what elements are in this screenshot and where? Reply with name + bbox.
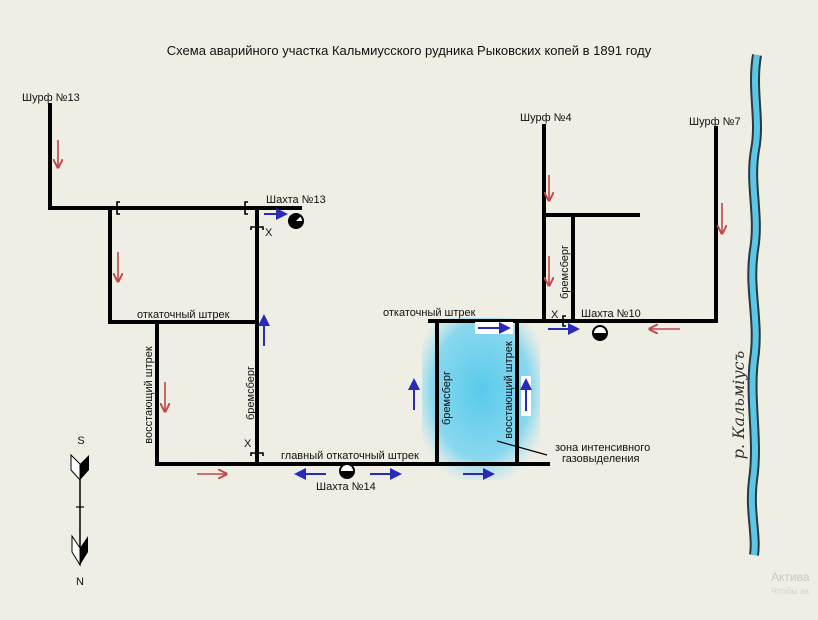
windows-activation-watermark-sub: Чтобы ак xyxy=(771,586,809,596)
left-workings xyxy=(48,103,550,466)
air-outflow-arrows xyxy=(258,208,580,480)
compass-arrow-icon xyxy=(70,453,89,567)
shaft-13-icon xyxy=(288,213,304,229)
gas-zone-label-line2: газовыделения xyxy=(562,453,639,465)
incline-right-label: бремсберг xyxy=(559,245,571,299)
x-mark: X xyxy=(244,438,252,450)
gas-zone xyxy=(422,318,540,480)
air-inflow-arrows xyxy=(58,140,722,474)
gas-zone-label-line1: зона интенсивного xyxy=(555,442,650,454)
gas-zone-leader xyxy=(496,440,548,456)
windows-activation-watermark: Актива xyxy=(771,570,810,584)
haulage-drift-left-label: откаточный штрек xyxy=(137,309,230,321)
diagram-title: Схема аварийного участка Кальмиусского р… xyxy=(167,43,652,58)
right-workings xyxy=(428,124,718,466)
shurf-4-label: Шурф №4 xyxy=(520,112,572,124)
compass-north-label: N xyxy=(76,576,84,588)
shaft-14-label: Шахта №14 xyxy=(316,481,376,493)
shaft-13-label: Шахта №13 xyxy=(266,194,326,206)
incline-left-label: бремсберг xyxy=(245,366,257,420)
raise-right-label: восстающий штрек xyxy=(503,341,515,439)
compass-south-label: S xyxy=(77,435,84,447)
haulage-drift-right-label: откаточный штрек xyxy=(383,307,476,319)
shurf-13-label: Шурф №13 xyxy=(22,92,80,104)
shaft-14-icon xyxy=(339,463,355,479)
shurf-7-label: Шурф №7 xyxy=(689,116,741,128)
incline-mid-label: бремсберг xyxy=(441,371,453,425)
shaft-10-icon xyxy=(592,325,608,341)
river-label: р. Кальміусъ xyxy=(729,351,748,460)
x-mark: X xyxy=(551,309,559,321)
ventilation-doors xyxy=(116,201,566,456)
x-mark: X xyxy=(265,227,273,239)
river-kalmius xyxy=(746,54,762,556)
shaft-10-label: Шахта №10 xyxy=(581,308,641,320)
raise-left-label: восстающий штрек xyxy=(143,346,155,444)
main-haulage-label: главный откаточный штрек xyxy=(281,450,419,462)
